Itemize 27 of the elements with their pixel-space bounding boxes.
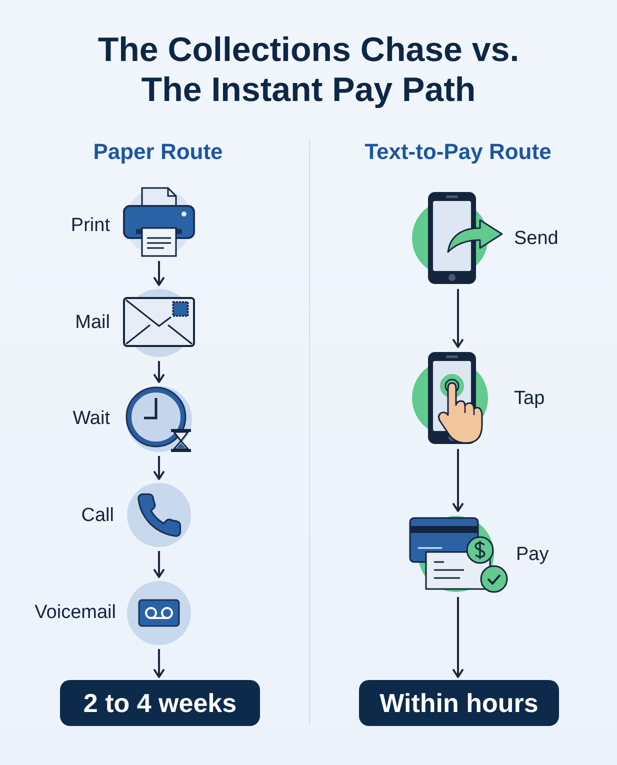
step-label: Tap	[514, 388, 545, 410]
duration-box: 2 to 4 weeks	[60, 680, 260, 726]
step-label: Voicemail	[34, 602, 116, 624]
arrow	[154, 456, 164, 480]
step-label: Print	[70, 215, 110, 237]
voicemail-icon	[126, 580, 192, 646]
step-label: Wait	[72, 408, 110, 430]
arrow	[154, 551, 164, 578]
arrow	[154, 361, 164, 383]
column-heading: Text-to-Pay Route	[364, 139, 552, 165]
arrow	[452, 289, 464, 348]
arrow	[154, 261, 164, 286]
clock-hourglass-icon	[125, 385, 193, 453]
step-label: Mail	[75, 312, 110, 334]
arrow	[452, 597, 464, 678]
step-label: Pay	[516, 544, 549, 566]
title: The Collections Chase vs. The Instant Pay Path	[96, 30, 520, 110]
phone-handset-icon	[126, 482, 192, 548]
envelope-icon	[122, 288, 196, 358]
column-heading: Paper Route	[93, 139, 223, 165]
arrow	[452, 449, 464, 512]
printer-icon	[122, 186, 196, 258]
step-label: Call	[81, 505, 114, 527]
card-payment-icon	[408, 514, 508, 594]
step-label: Send	[514, 228, 558, 250]
duration-box: Within hours	[359, 680, 559, 726]
arrow	[154, 649, 164, 678]
